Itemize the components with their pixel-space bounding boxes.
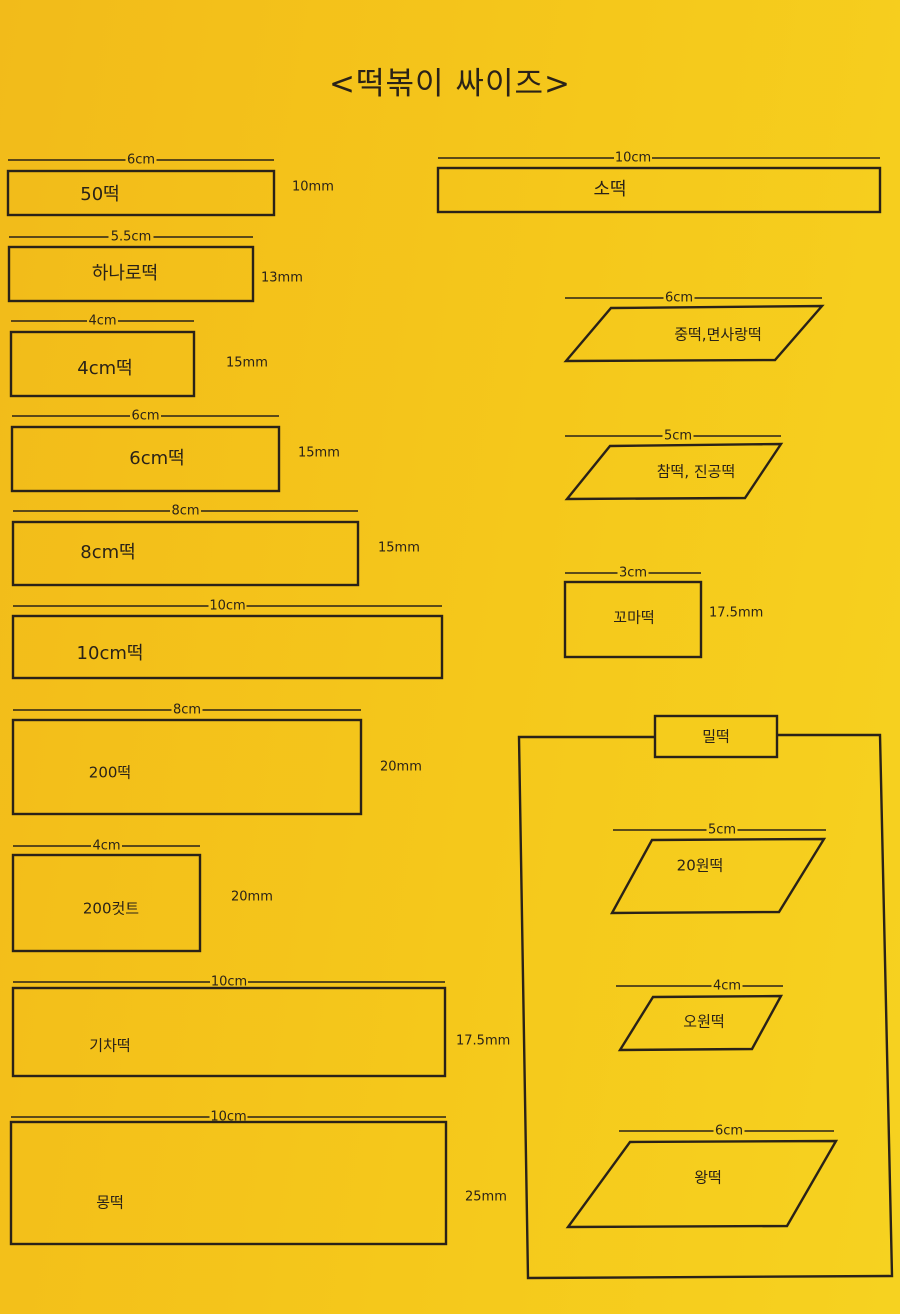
left-cake-8-name: 200컷트	[83, 900, 139, 918]
page-title: <떡볶이 싸이즈>	[329, 66, 571, 102]
left-cake-9-length-label: 10cm	[211, 975, 247, 990]
milttok-cake-3-length-label: 6cm	[715, 1124, 743, 1139]
left-cake-1-length-label: 6cm	[127, 153, 155, 168]
milttok-cake-1-length-label: 5cm	[708, 823, 736, 838]
right-cake-2-length-label: 6cm	[665, 291, 693, 306]
left-cake-1-thickness: 10mm	[292, 180, 334, 195]
left-cake-10-shape	[9, 1120, 448, 1246]
milttok-cake-3-name: 왕떡	[694, 1169, 722, 1187]
milttok-group-frame	[517, 733, 894, 1280]
left-cake-6-length-label: 10cm	[209, 599, 245, 614]
right-cake-2-name: 중떡,면사랑떡	[674, 326, 762, 344]
left-cake-8-thickness: 20mm	[231, 890, 273, 905]
right-cake-3-length-label: 5cm	[664, 429, 692, 444]
left-cake-2-length-label: 5.5cm	[111, 230, 152, 245]
milttok-cake-1-name: 20원떡	[677, 857, 724, 875]
milttok-cake-3-shape	[565, 1139, 839, 1229]
milttok-cake-1-shape	[609, 837, 827, 915]
milttok-cake-2-name: 오원떡	[683, 1013, 724, 1031]
left-cake-10-length-label: 10cm	[210, 1110, 246, 1125]
left-cake-5-name: 8cm떡	[80, 542, 135, 563]
left-cake-4-length-label: 6cm	[131, 409, 159, 424]
left-cake-3-length-label: 4cm	[88, 314, 116, 329]
left-cake-6-shape	[11, 614, 444, 680]
left-cake-9-shape	[11, 986, 447, 1078]
left-cake-2-shape	[7, 245, 255, 303]
left-cake-1-shape	[6, 169, 276, 217]
right-cake-1-shape	[436, 166, 882, 214]
left-cake-2-name: 하나로떡	[92, 263, 158, 284]
left-cake-4-shape	[10, 425, 281, 493]
right-cake-2-shape	[563, 304, 825, 363]
left-cake-5-shape	[11, 520, 360, 587]
left-cake-3-shape	[9, 330, 196, 398]
milttok-group-label-box	[653, 714, 779, 759]
left-cake-8-shape	[11, 853, 202, 953]
left-cake-2-thickness: 13mm	[261, 271, 303, 286]
left-cake-7-length-label: 8cm	[173, 703, 201, 718]
left-cake-3-name: 4cm떡	[77, 358, 132, 379]
left-cake-10-thickness: 25mm	[465, 1190, 507, 1205]
left-cake-10-name: 몽떡	[96, 1194, 124, 1212]
left-cake-5-thickness: 15mm	[378, 541, 420, 556]
left-cake-9-thickness: 17.5mm	[456, 1034, 510, 1049]
right-cake-4-length-label: 3cm	[619, 566, 647, 581]
left-cake-3-thickness: 15mm	[226, 356, 268, 371]
left-cake-7-shape	[11, 718, 363, 816]
right-cake-4-name: 꼬마떡	[613, 609, 654, 627]
left-cake-4-thickness: 15mm	[298, 446, 340, 461]
left-cake-6-name: 10cm떡	[77, 643, 144, 664]
left-cake-5-length-label: 8cm	[171, 504, 199, 519]
milttok-cake-2-length-label: 4cm	[713, 979, 741, 994]
milttok-cake-2-shape	[617, 994, 784, 1052]
left-cake-7-name: 200떡	[89, 764, 131, 782]
right-cake-4-shape	[563, 580, 703, 659]
left-cake-7-thickness: 20mm	[380, 760, 422, 775]
right-cake-1-length-label: 10cm	[615, 151, 651, 166]
left-cake-4-name: 6cm떡	[129, 448, 184, 469]
milttok-group-label: 밀떡	[702, 728, 730, 746]
left-cake-8-length-label: 4cm	[92, 839, 120, 854]
right-cake-3-shape	[564, 442, 784, 501]
right-cake-4-thickness: 17.5mm	[709, 606, 763, 621]
left-cake-1-name: 50떡	[80, 184, 119, 205]
left-cake-9-name: 기차떡	[89, 1037, 130, 1055]
right-cake-1-name: 소떡	[593, 179, 626, 200]
right-cake-3-name: 참떡, 진공떡	[657, 463, 736, 481]
